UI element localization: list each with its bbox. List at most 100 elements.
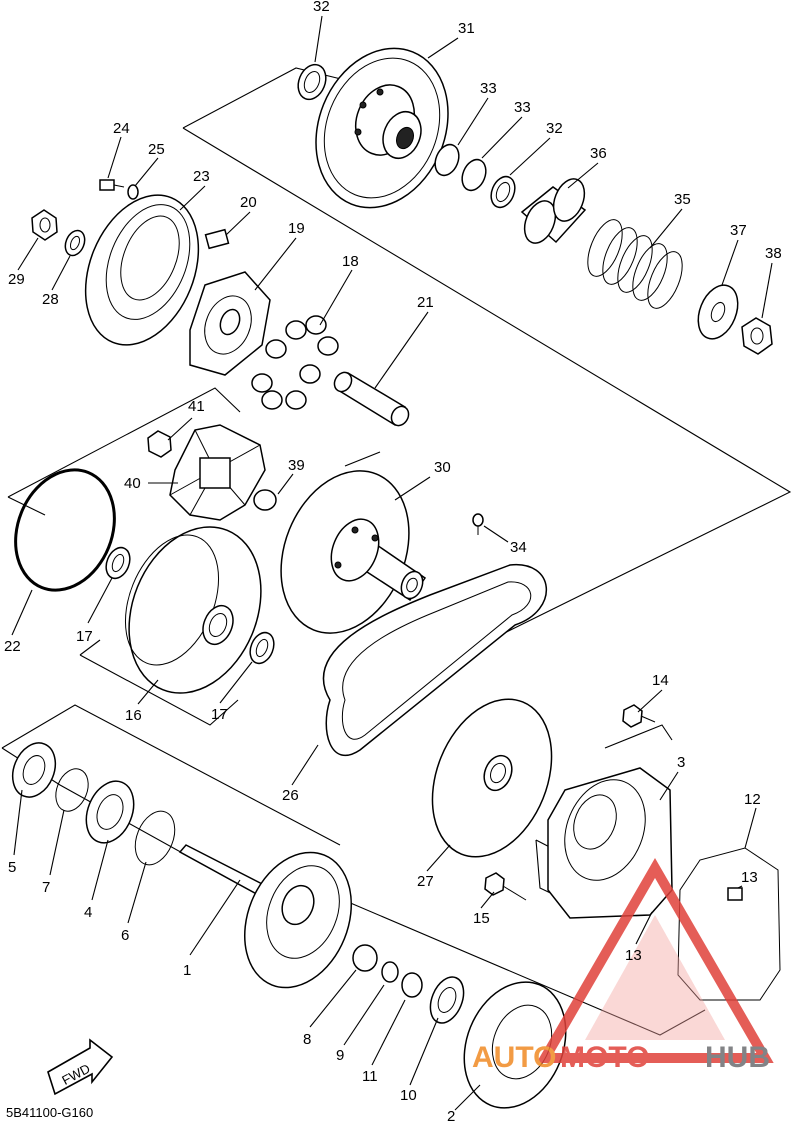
leader-line xyxy=(371,999,406,1066)
part-label-36: 36 xyxy=(590,145,607,162)
leader-line xyxy=(409,1017,439,1086)
leader-line xyxy=(219,661,253,704)
part-18-rollers xyxy=(251,315,339,410)
part-label-34: 34 xyxy=(510,539,527,556)
bolts-14-15 xyxy=(484,704,656,901)
part-label-12: 12 xyxy=(744,791,761,808)
part-labels: 1234567891011121313141516171718192021222… xyxy=(4,0,782,1121)
part-1-shaft xyxy=(178,844,353,989)
part-27-sheave xyxy=(431,698,553,858)
leader-line xyxy=(134,157,159,187)
leader-line xyxy=(637,689,663,713)
part-label-16: 16 xyxy=(125,707,142,724)
part-16-sheave xyxy=(105,526,275,694)
leader-line xyxy=(454,1084,481,1111)
bottom-left-parts xyxy=(11,742,176,866)
part-label-8: 8 xyxy=(303,1031,311,1048)
watermark-logo: AUTO MOTO HUB xyxy=(472,858,774,1074)
part-label-29: 29 xyxy=(8,271,25,288)
wm-brand-b: MOTO xyxy=(560,1041,649,1074)
part-label-19: 19 xyxy=(288,220,305,237)
part-30-sheave xyxy=(280,470,427,634)
leader-line xyxy=(761,262,773,319)
part-label-20: 20 xyxy=(240,194,257,211)
part-23-cover xyxy=(31,179,200,346)
leader-line xyxy=(635,911,653,945)
part-3-cover xyxy=(547,767,673,919)
part-label-11: 11 xyxy=(362,1068,378,1085)
leader-line xyxy=(11,589,33,636)
fwd-arrow-icon: FWD xyxy=(47,1038,114,1096)
leader-line xyxy=(314,15,323,63)
leader-line xyxy=(127,861,147,924)
part-label-31: 31 xyxy=(458,20,475,37)
part-21-collar xyxy=(333,371,410,427)
leader-line xyxy=(394,476,431,501)
part-label-14: 14 xyxy=(652,672,669,689)
wm-brand-a: AUTO xyxy=(472,1041,556,1074)
part-40-fan xyxy=(147,424,277,521)
leader-line xyxy=(49,809,65,876)
leader-line xyxy=(721,239,739,286)
part-22-oring xyxy=(14,468,116,592)
part-label-32: 32 xyxy=(313,0,330,15)
part-label-6: 6 xyxy=(121,927,129,944)
part-label-33: 33 xyxy=(480,80,497,97)
part-label-24: 24 xyxy=(113,120,130,137)
leader-line xyxy=(343,984,385,1046)
part-label-3: 3 xyxy=(677,754,685,771)
part-label-32: 32 xyxy=(546,120,563,137)
leader-line xyxy=(480,891,495,909)
part-label-23: 23 xyxy=(193,168,210,185)
part-label-17: 17 xyxy=(211,706,228,723)
part-12-gasket xyxy=(677,847,781,1001)
part-label-40: 40 xyxy=(124,475,141,492)
part-label-9: 9 xyxy=(336,1047,344,1064)
leader-line xyxy=(225,211,251,236)
part-label-22: 22 xyxy=(4,638,21,655)
part-label-28: 28 xyxy=(42,291,59,308)
part-label-26: 26 xyxy=(282,787,299,804)
part-label-17: 17 xyxy=(76,628,93,645)
leader-line xyxy=(91,839,109,901)
part-34-screw xyxy=(472,513,484,535)
leader-line xyxy=(483,525,509,543)
leader-line xyxy=(427,37,459,59)
small-parts-top-right xyxy=(297,63,773,355)
leader-line xyxy=(17,237,39,271)
leader-line xyxy=(659,771,679,801)
leader-line xyxy=(737,885,743,889)
leader-line xyxy=(649,208,683,249)
part-label-10: 10 xyxy=(400,1087,417,1104)
leader-line xyxy=(426,844,451,872)
part-label-30: 30 xyxy=(434,459,451,476)
leader-line xyxy=(744,807,757,849)
part-label-38: 38 xyxy=(765,245,782,262)
leader-line xyxy=(309,969,357,1028)
part-label-13: 13 xyxy=(625,947,642,964)
leader-line xyxy=(87,577,113,624)
leader-line xyxy=(179,185,206,211)
part-label-18: 18 xyxy=(342,253,359,270)
leader-line xyxy=(189,879,241,956)
leader-line xyxy=(107,136,122,179)
wm-brand-c: HUB xyxy=(705,1041,770,1074)
leader-line xyxy=(291,744,319,786)
part-label-2: 2 xyxy=(447,1108,455,1121)
leader-line xyxy=(509,137,551,176)
leader-line xyxy=(567,162,599,189)
leader-line xyxy=(13,789,23,856)
part-31-sheave xyxy=(315,47,449,209)
part-label-37: 37 xyxy=(730,222,747,239)
leader-line xyxy=(51,255,71,291)
part-26-belt xyxy=(322,564,547,757)
leader-line xyxy=(481,116,523,159)
part-label-7: 7 xyxy=(42,879,50,896)
part-label-1: 1 xyxy=(183,962,191,979)
part-label-33: 33 xyxy=(514,99,531,116)
part-19-cam xyxy=(189,228,271,376)
leader-line xyxy=(137,679,159,705)
leader-line xyxy=(319,269,353,326)
diagram-code: 5B41100-G160 xyxy=(6,1105,93,1120)
